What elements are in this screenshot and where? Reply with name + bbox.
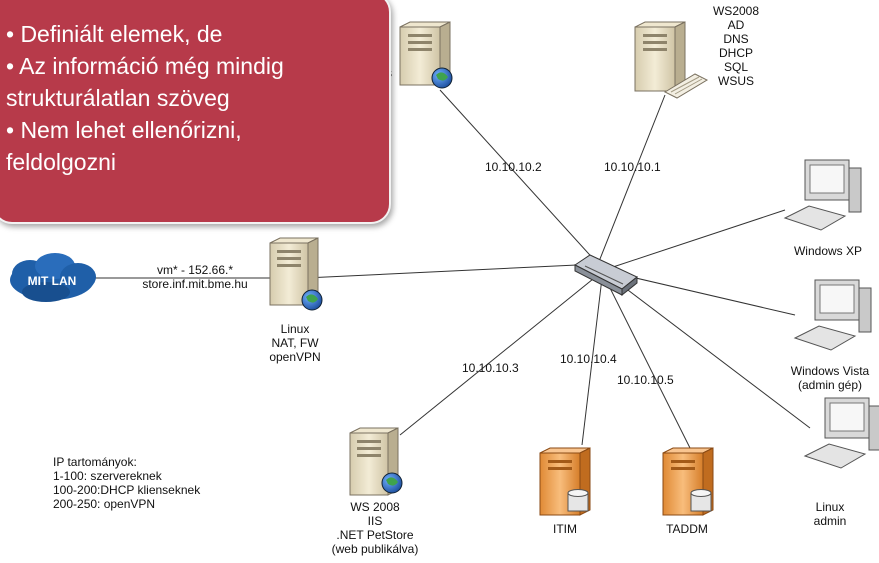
- node-label: IIS: [367, 514, 383, 528]
- server-icon: [349, 427, 403, 496]
- database-server-icon: [662, 447, 714, 516]
- link-taddm: [604, 277, 691, 449]
- linux-admin-labels: Linux admin: [800, 500, 860, 528]
- workstation-icon: [783, 159, 862, 231]
- node-label: admin: [813, 514, 847, 528]
- workstation-icon: [793, 279, 872, 351]
- callout-line: • Nem lehet ellenőrizni,: [6, 117, 242, 143]
- ip-range-line: 200-250: openVPN: [53, 497, 156, 511]
- ws2008-iis-labels: WS 2008 IIS .NET PetStore (web publikálv…: [320, 500, 430, 556]
- ip-label: 10.10.10.2: [485, 160, 542, 174]
- vista-labels: Windows Vista (admin gép): [780, 364, 879, 392]
- node-label: WS 2008: [350, 500, 400, 514]
- workstation-icon: [803, 397, 879, 469]
- node-label: Linux: [815, 500, 845, 514]
- callout-line: feldolgozni: [6, 149, 116, 175]
- server-icon: [634, 21, 709, 99]
- database-server-icon: [539, 447, 591, 516]
- node-label: (web publikálva): [331, 542, 419, 556]
- node-label: Linux: [280, 322, 310, 336]
- node-label: .NET PetStore: [336, 528, 414, 542]
- cloud-icon: [10, 253, 96, 302]
- node-label: WSUS: [718, 74, 754, 88]
- taddm-label: TADDM: [666, 522, 708, 536]
- callout-box: [0, 0, 391, 224]
- server-icon: [269, 237, 323, 311]
- itim-label: ITIM: [553, 522, 577, 536]
- callout-text: • Definiált elemek, de • Az információ m…: [6, 18, 386, 178]
- callout-line: • Definiált elemek, de: [6, 21, 223, 47]
- ws2008-ad-labels: WS2008 AD DNS DHCP SQL WSUS: [706, 4, 766, 88]
- node-label: SQL: [723, 60, 748, 74]
- link-top-server: [439, 89, 599, 265]
- uplink-label: vm* - 152.66.* store.inf.mit.bme.hu: [120, 263, 270, 291]
- winxp-label: Windows XP: [793, 244, 863, 258]
- ip-range-legend: IP tartományok: 1-100: szervereknek 100-…: [53, 455, 200, 511]
- node-label: DNS: [723, 32, 749, 46]
- node-label: openVPN: [269, 350, 321, 364]
- ip-range-line: 100-200:DHCP klienseknek: [53, 483, 201, 497]
- callout-line: strukturálatlan szöveg: [6, 85, 230, 111]
- ip-label: 10.10.10.5: [617, 373, 674, 387]
- link-itim: [581, 277, 603, 446]
- node-label: WS2008: [712, 4, 760, 18]
- link-winxp: [609, 209, 786, 269]
- node-label: Windows Vista: [790, 364, 870, 378]
- node-label: DHCP: [718, 46, 753, 60]
- callout-line: • Az információ még mindig: [6, 53, 284, 79]
- ip-range-title: IP tartományok:: [53, 455, 137, 469]
- linux-gateway-labels: Linux NAT, FW openVPN: [255, 322, 335, 364]
- cloud-label: MIT LAN: [27, 274, 77, 288]
- link-vista: [609, 271, 796, 316]
- ip-range-line: 1-100: szervereknek: [53, 469, 162, 483]
- link-linux-gateway: [304, 263, 599, 279]
- link-ws2008-ad: [597, 94, 666, 265]
- server-icon: [399, 21, 453, 89]
- node-label: (admin gép): [797, 378, 863, 392]
- ip-label: 10.10.10.3: [462, 361, 519, 375]
- connection-lines: [95, 89, 811, 449]
- node-label: NAT, FW: [271, 336, 319, 350]
- link-linux-admin: [611, 277, 811, 429]
- uplink-line: store.inf.mit.bme.hu: [142, 277, 248, 291]
- ip-label: 10.10.10.4: [560, 352, 617, 366]
- link-ws2008-iis: [399, 274, 599, 436]
- ip-label: 10.10.10.1: [604, 160, 661, 174]
- uplink-line: vm* - 152.66.*: [156, 263, 234, 277]
- network-switch-icon: [574, 254, 638, 297]
- node-label: AD: [727, 18, 745, 32]
